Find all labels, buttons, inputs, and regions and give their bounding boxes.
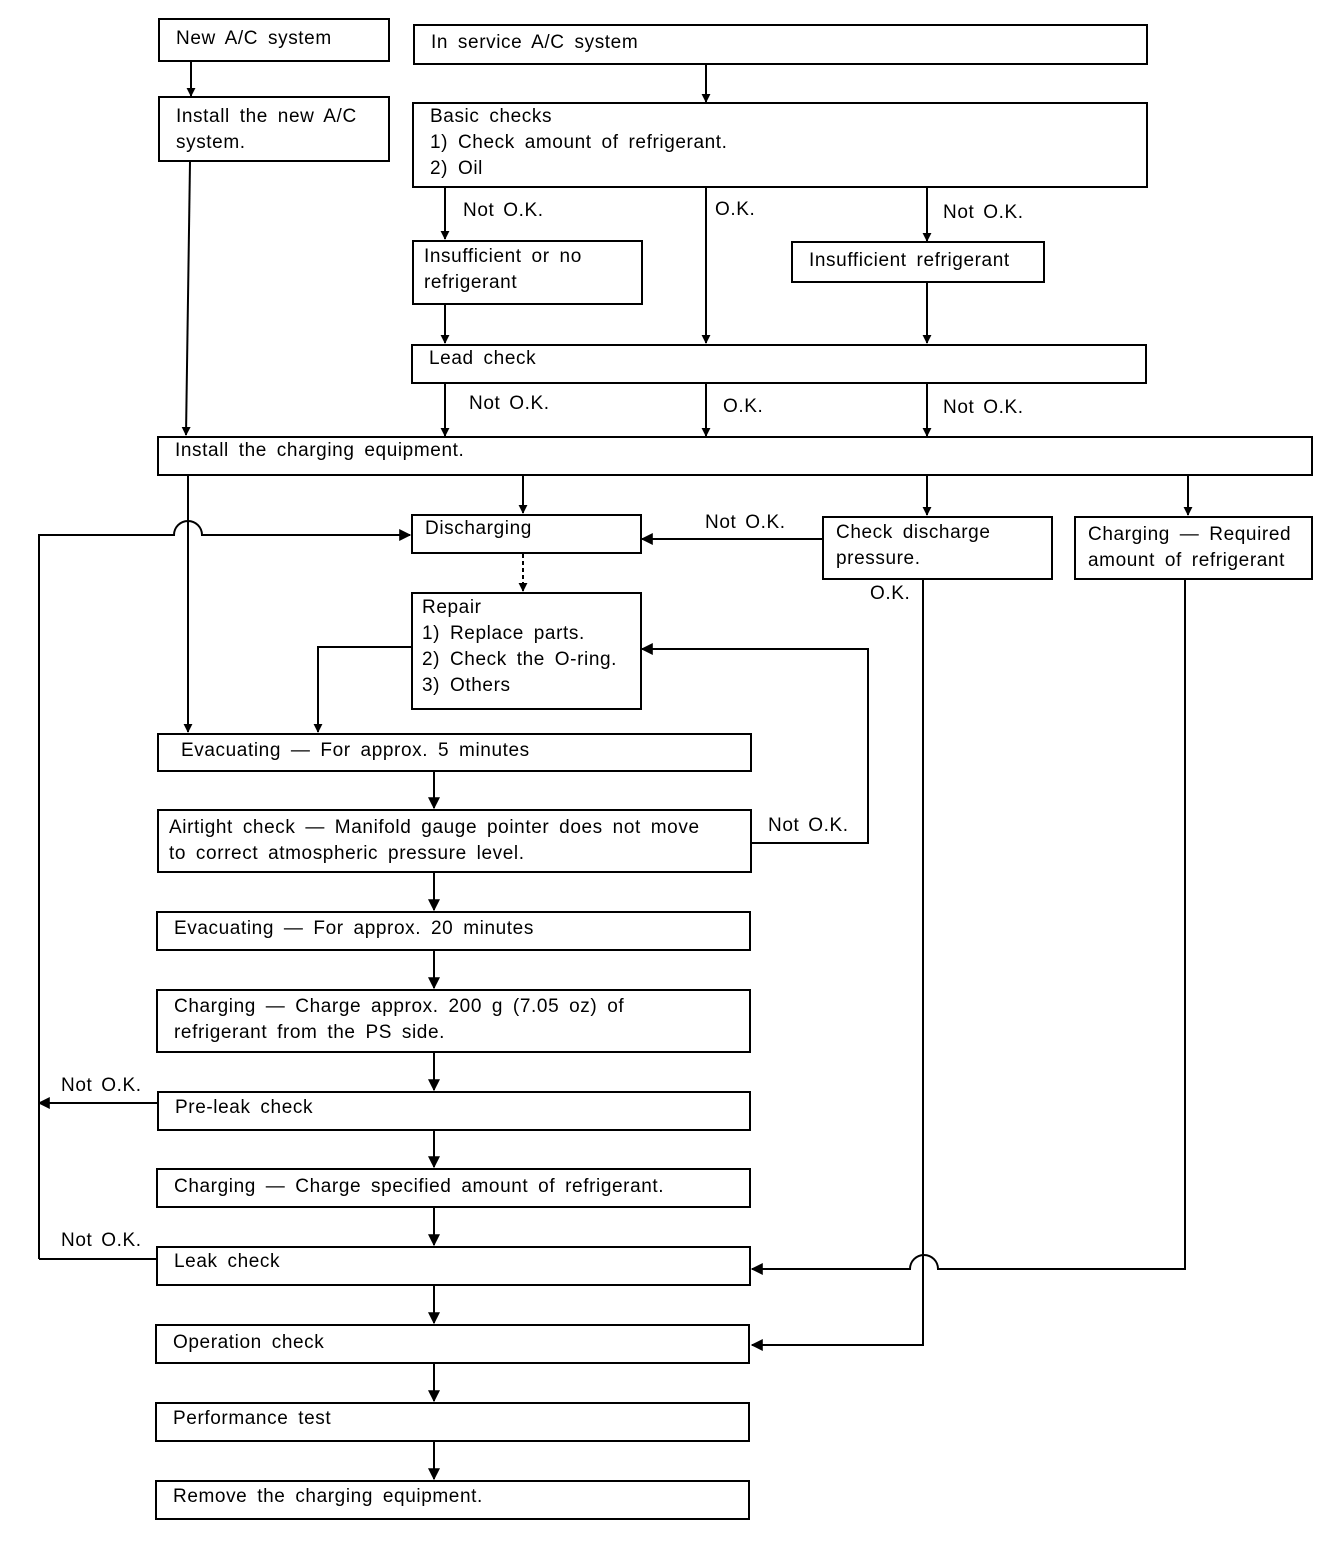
box-text: Check discharge: [836, 522, 991, 543]
box-in-service-ac-system: In service A/C system: [413, 24, 1148, 65]
arrow-install-new-to-charging-equip: [181, 161, 191, 436]
box-operation-check: Operation check: [155, 1324, 750, 1364]
box-new-ac-system: New A/C system: [158, 18, 390, 62]
box-leak-check: Leak check: [156, 1246, 751, 1286]
box-text: Insufficient or no: [424, 246, 582, 267]
box-text: refrigerant from the PS side.: [174, 1022, 446, 1043]
box-remove-charging-equipment: Remove the charging equipment.: [155, 1480, 750, 1520]
box-charging-required-amount: Charging — Required amount of refrigeran…: [1074, 516, 1313, 580]
arrow-repair-to-evac5: [313, 646, 412, 733]
label-basic-ok: O.K.: [715, 199, 756, 220]
arrow-check-discharge-ok-to-operation: [750, 580, 924, 1351]
box-text: Evacuating — For approx. 20 minutes: [174, 918, 534, 939]
box-text: Lead check: [429, 348, 537, 369]
box-text: Repair: [422, 597, 482, 618]
box-check-discharge-pressure: Check discharge pressure.: [822, 516, 1053, 580]
label-airtight-not-ok: Not O.K.: [768, 815, 849, 836]
label-preleak-not-ok: Not O.K.: [61, 1075, 142, 1096]
box-discharging: Discharging: [411, 514, 642, 554]
box-pre-leak-check: Pre-leak check: [157, 1091, 751, 1131]
label-leak-not-ok: Not O.K.: [61, 1230, 142, 1251]
box-text: Evacuating — For approx. 5 minutes: [181, 740, 530, 761]
arrow-charging-required-to-leak: [750, 580, 1186, 1275]
arrow-airtight-not-ok-to-repair: [640, 643, 869, 844]
label-basic-not-ok-left: Not O.K.: [463, 200, 544, 221]
box-text: Leak check: [174, 1251, 281, 1272]
box-performance-test: Performance test: [155, 1402, 750, 1442]
box-text: 2) Check the O-ring.: [422, 649, 618, 670]
box-text: Pre-leak check: [175, 1097, 314, 1118]
box-text: to correct atmospheric pressure level.: [169, 843, 525, 864]
box-text: pressure.: [836, 548, 921, 569]
box-text: Charging — Charge approx. 200 g (7.05 oz…: [174, 996, 625, 1017]
box-text: system.: [176, 132, 246, 153]
label-discharge-not-ok: Not O.K.: [705, 512, 786, 533]
box-lead-check: Lead check: [411, 344, 1147, 384]
box-text: amount of refrigerant: [1088, 550, 1285, 571]
box-text: In service A/C system: [431, 32, 639, 53]
label-lead-not-ok-right: Not O.K.: [943, 397, 1024, 418]
box-text: Discharging: [425, 518, 532, 539]
box-text: Charging — Required: [1088, 524, 1292, 545]
label-basic-not-ok-right: Not O.K.: [943, 202, 1024, 223]
arrow-return-loop-to-discharging: [38, 520, 412, 1259]
box-text: Install the new A/C: [176, 106, 357, 127]
box-text: 2) Oil: [430, 158, 483, 179]
box-text: Performance test: [173, 1408, 332, 1429]
box-charging-specified-amount: Charging — Charge specified amount of re…: [156, 1168, 751, 1208]
box-install-charging-equipment: Install the charging equipment.: [157, 436, 1313, 476]
box-text: 3) Others: [422, 675, 511, 696]
box-text: Basic checks: [430, 106, 553, 127]
box-charging-200g: Charging — Charge approx. 200 g (7.05 oz…: [156, 989, 751, 1053]
box-text: Charging — Charge specified amount of re…: [174, 1176, 665, 1197]
box-repair: Repair 1) Replace parts. 2) Check the O-…: [411, 592, 642, 710]
box-text: Insufficient refrigerant: [809, 250, 1010, 271]
label-lead-ok: O.K.: [723, 396, 764, 417]
box-insufficient-refrigerant: Insufficient refrigerant: [791, 241, 1045, 283]
box-basic-checks: Basic checks 1) Check amount of refriger…: [412, 102, 1148, 188]
box-text: 1) Replace parts.: [422, 623, 585, 644]
box-text: New A/C system: [176, 28, 332, 49]
box-text: Install the charging equipment.: [175, 440, 465, 461]
label-lead-not-ok-left: Not O.K.: [469, 393, 550, 414]
box-airtight-check: Airtight check — Manifold gauge pointer …: [157, 809, 752, 873]
box-text: Operation check: [173, 1332, 325, 1353]
label-discharge-ok: O.K.: [870, 583, 911, 604]
box-install-new-ac-system: Install the new A/C system.: [158, 96, 390, 162]
box-text: Airtight check — Manifold gauge pointer …: [169, 817, 700, 838]
box-text: Remove the charging equipment.: [173, 1486, 483, 1507]
box-insufficient-or-no-refrigerant: Insufficient or no refrigerant: [412, 240, 643, 305]
box-text: refrigerant: [424, 272, 518, 293]
box-text: 1) Check amount of refrigerant.: [430, 132, 728, 153]
box-evacuating-20-minutes: Evacuating — For approx. 20 minutes: [156, 911, 751, 951]
box-evacuating-5-minutes: Evacuating — For approx. 5 minutes: [157, 733, 752, 772]
